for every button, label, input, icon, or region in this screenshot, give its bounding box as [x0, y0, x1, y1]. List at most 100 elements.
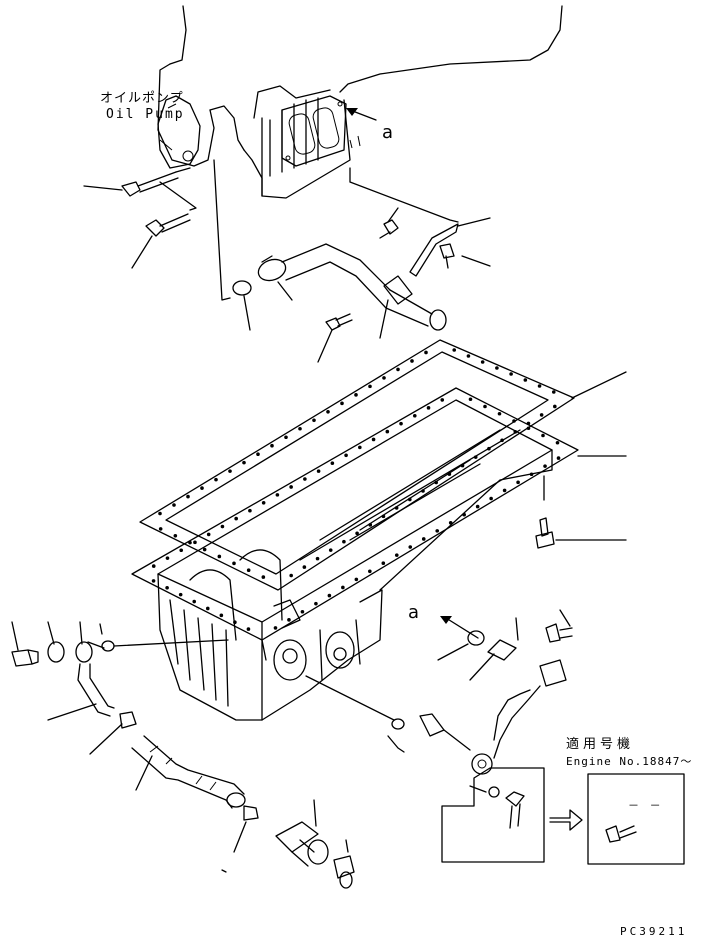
bolt-hole [371, 437, 376, 442]
detail-box-before [441, 767, 545, 863]
bolt-hole [172, 503, 176, 507]
bolt-hole [412, 413, 417, 418]
bolt-hole [284, 435, 288, 440]
bolt-hole [165, 585, 169, 590]
bolt-hole [466, 354, 471, 358]
spacer [467, 630, 485, 646]
leader-gasket [571, 371, 627, 399]
bolt-hole [275, 493, 280, 497]
bolt-hole [368, 569, 372, 574]
bolt-hole [526, 426, 531, 431]
bolt-hole [489, 496, 493, 501]
bolt-hole [539, 413, 544, 417]
bolt-hole [399, 421, 403, 426]
bolt-hole [502, 488, 507, 493]
bolt-hole [555, 440, 560, 445]
bolt-hole [165, 556, 170, 560]
bolt-hole [232, 561, 236, 566]
bolt-hole [248, 508, 252, 513]
bolt-hole [326, 410, 330, 414]
bolt-hole [217, 554, 222, 559]
suction-pipe [257, 243, 447, 331]
bolt-hole [256, 452, 260, 456]
oil-pump-label-en: Oil Pump [106, 107, 185, 122]
bolt-hole [261, 575, 266, 579]
bracket [409, 223, 459, 277]
bolt-hole [193, 540, 197, 545]
detail-box-after [587, 773, 685, 865]
bolt-hole [523, 378, 528, 382]
bolt-hole [303, 477, 307, 481]
bolt-hole [151, 579, 156, 583]
bolt-hole [382, 376, 386, 380]
bolt-hole [179, 548, 184, 553]
bolt-hole [354, 393, 358, 397]
pipe-bolt [325, 317, 341, 331]
oil-pump [157, 95, 201, 169]
bolt-hole [551, 390, 556, 394]
bolt-hole [355, 531, 359, 536]
drain-hose [131, 735, 246, 809]
bolt-hole [424, 350, 428, 355]
bolt-hole [381, 561, 386, 566]
bolt-hole [358, 445, 362, 450]
bolt-hole [497, 411, 502, 416]
engine-block [157, 5, 563, 199]
bolt-hole [316, 469, 321, 473]
elbow-tube [75, 641, 115, 717]
bolt-hole [287, 618, 291, 622]
bolt-hole [315, 556, 320, 561]
bolt-hole [480, 360, 485, 364]
bolt-hole [214, 477, 218, 482]
sensor-bolt [545, 609, 573, 643]
dash-mark: － － [628, 799, 663, 812]
bolt-hole [341, 585, 345, 590]
drain-valve [275, 799, 329, 867]
bolt-hole [202, 547, 207, 552]
bolt-hole [234, 516, 238, 521]
engine-number-label: Engine No.18847～ [566, 755, 693, 768]
bolt-hole [408, 545, 413, 549]
bolt-hole [246, 627, 251, 631]
ref-arrow-mid [445, 617, 479, 639]
bolt-hole [509, 372, 513, 376]
bolt-hole [261, 500, 266, 505]
clamp-lower [243, 805, 259, 821]
bolt-hole [342, 539, 346, 544]
drawing-code: PC39211 [620, 925, 688, 938]
bolt-hole [178, 592, 183, 597]
bolt-hole [541, 433, 545, 438]
bolt-hole [192, 599, 197, 604]
bolt-hole [440, 398, 445, 402]
bolt-hole [219, 613, 224, 618]
bolt-hole [173, 533, 178, 538]
bolt-hole [300, 609, 305, 614]
level-sensor [419, 713, 493, 775]
bolt-hole [273, 626, 278, 630]
bolt-hole [298, 426, 302, 431]
applicable-label-jp: 適用号機 [566, 737, 635, 752]
o-ring-pipe [232, 280, 252, 296]
pan-bolt [535, 517, 627, 549]
o-ring-drain [101, 640, 115, 652]
leader-lines-top [213, 159, 491, 301]
bolt-hole [410, 359, 414, 363]
bolt-hole [340, 401, 344, 406]
bolt-hole [242, 460, 246, 465]
bolt-hole [344, 453, 348, 458]
bolt-hole [394, 553, 399, 557]
bolt-hole [206, 532, 211, 537]
bolt-hole [270, 443, 274, 448]
pump-bolts [83, 167, 197, 269]
oil-pump-label-jp: オイルポンプ [100, 91, 184, 106]
bolt-hole [205, 606, 210, 611]
bolt-hole [151, 564, 156, 568]
sensor-connector [493, 659, 567, 759]
bolt-hole [302, 565, 307, 569]
drain-cap [333, 839, 355, 889]
bolt-hole [158, 511, 162, 516]
bolt-hole [553, 404, 557, 409]
bolt-hole [435, 529, 440, 533]
